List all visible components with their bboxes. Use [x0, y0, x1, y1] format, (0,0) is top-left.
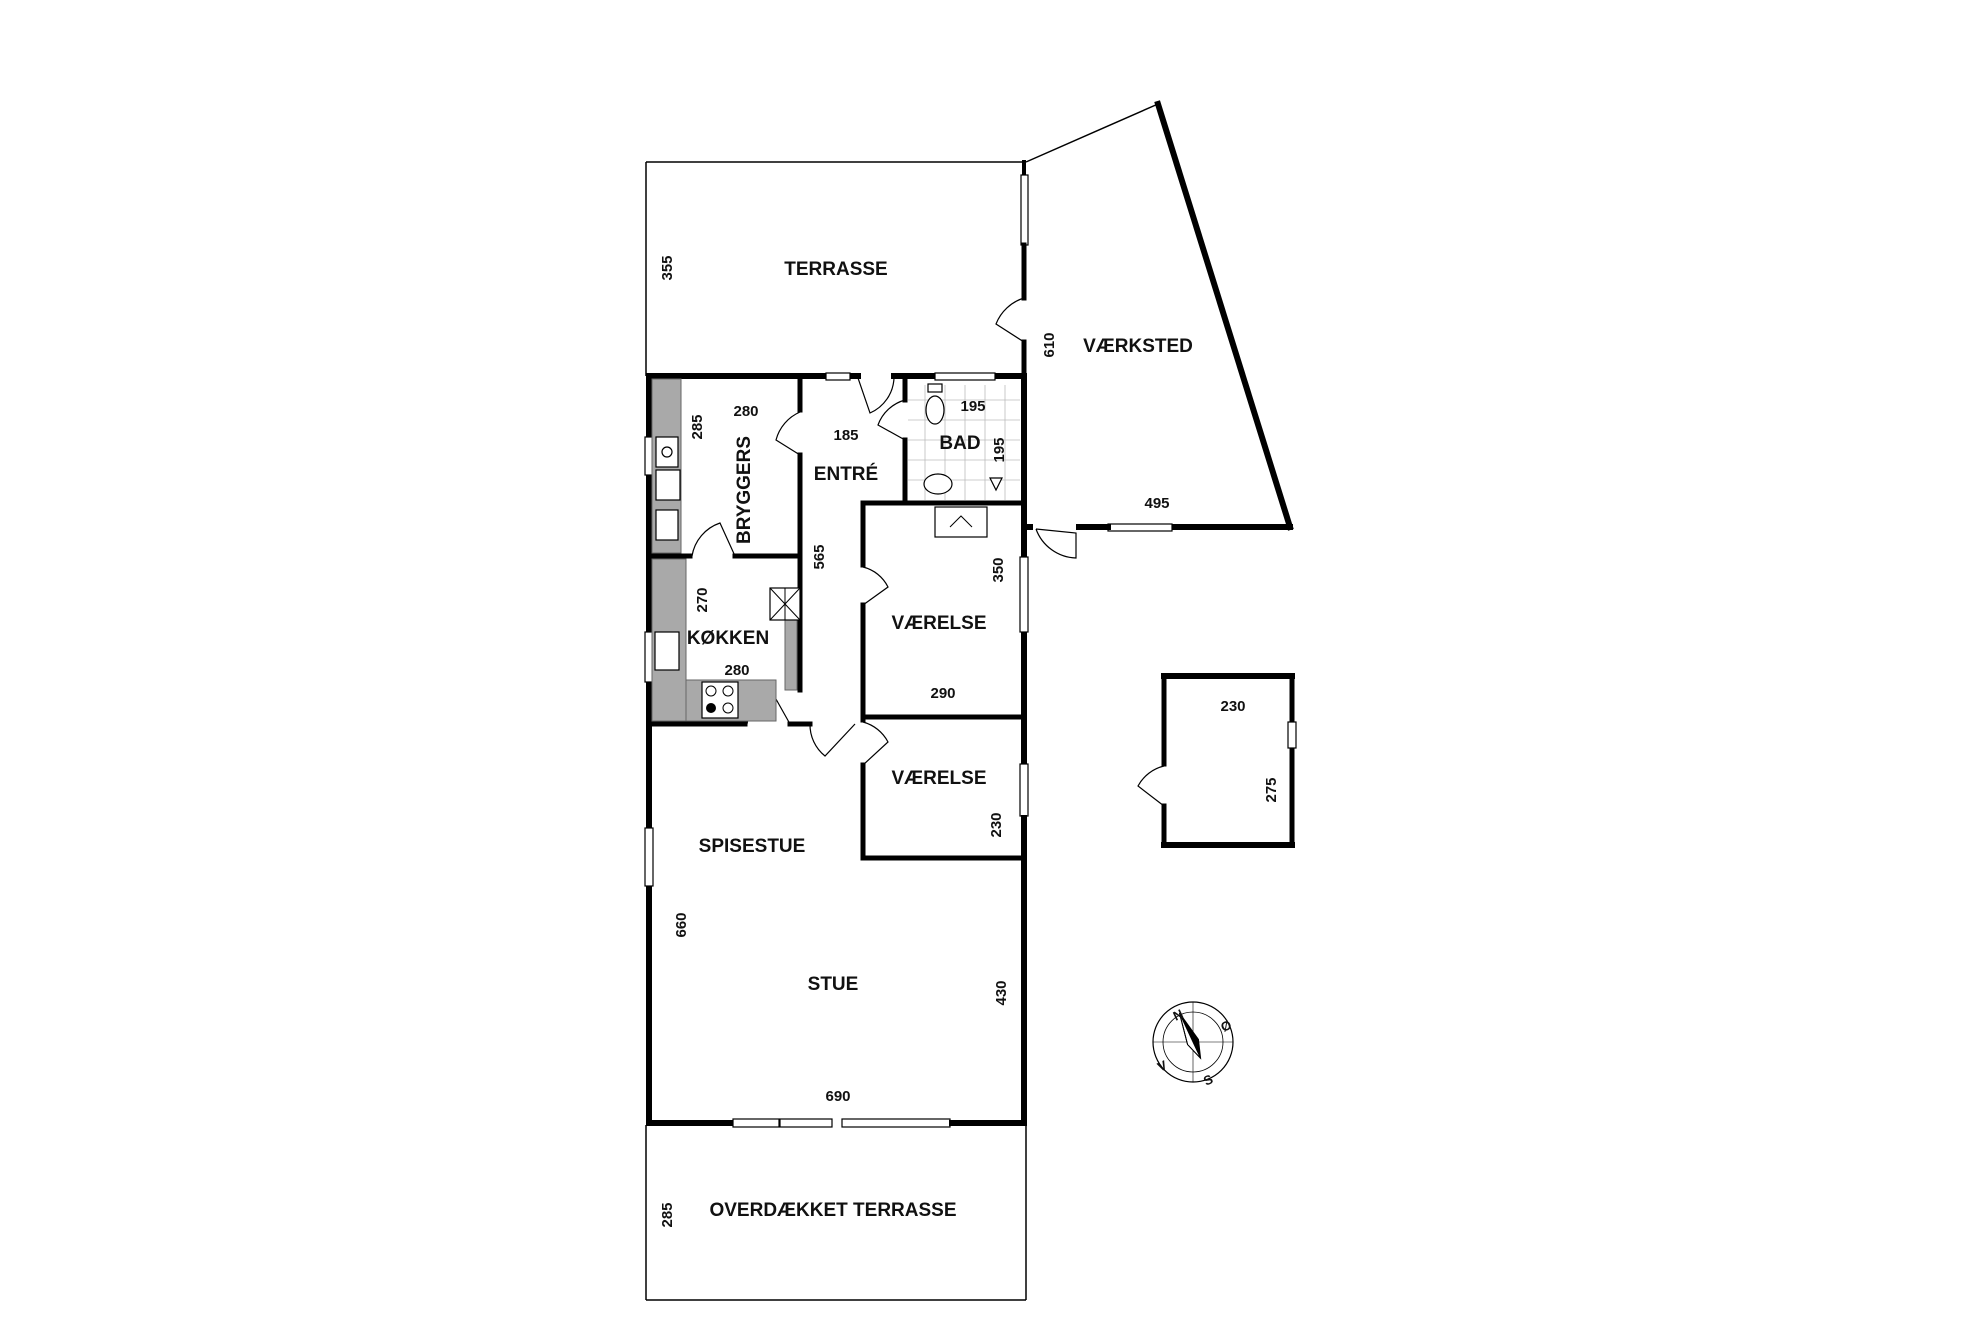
dim-overdaekket-height: 285 [659, 1202, 676, 1227]
room-label-overdaekket-terrasse: OVERDÆKKET TERRASSE [709, 1200, 956, 1221]
dim-kokken-height: 270 [694, 587, 711, 612]
terrasse-area [645, 160, 1029, 379]
dim-vaerelse1-height: 350 [990, 557, 1007, 582]
room-label-bryggers: BRYGGERS [734, 436, 755, 544]
room-label-stue: STUE [808, 974, 859, 995]
dim-stue-width: 690 [825, 1088, 850, 1105]
room-label-terrasse: TERRASSE [784, 259, 887, 280]
counters [651, 378, 801, 722]
dim-bad-height: 195 [991, 437, 1008, 462]
main-house-walls [644, 372, 1029, 1128]
room-label-entre: ENTRÉ [814, 463, 878, 485]
vaerksted-area [995, 100, 1294, 559]
dim-vaerksted-vertical: 610 [1041, 332, 1058, 357]
dim-vaerelse1-width: 290 [930, 685, 955, 702]
bathroom-fixtures [908, 383, 1020, 500]
room-label-vaerksted: VÆRKSTED [1083, 336, 1193, 357]
room-label-kokken: KØKKEN [687, 628, 769, 649]
dim-entre-width: 185 [833, 427, 858, 444]
room-label-vaerelse-2: VÆRELSE [891, 768, 986, 789]
room-label-bad: BAD [939, 433, 980, 454]
overdaekket-terrasse-area [645, 1125, 1027, 1301]
shed [1137, 673, 1297, 848]
vaerelse-fixture [934, 506, 988, 538]
dim-kokken-width: 280 [724, 662, 749, 679]
room-label-spisestue: SPISESTUE [699, 836, 806, 857]
compass-rose [1152, 1001, 1234, 1083]
dim-stue-left: 660 [673, 912, 690, 937]
dim-entre-height: 565 [811, 544, 828, 569]
dim-stue-right: 430 [993, 980, 1010, 1005]
dim-terrasse-height: 355 [659, 255, 676, 280]
dim-vaerelse2-height: 230 [988, 812, 1005, 837]
dim-bryggers-height: 285 [689, 414, 706, 439]
dim-shed-height: 275 [1263, 777, 1280, 802]
dim-shed-width: 230 [1220, 698, 1245, 715]
dim-bryggers-width: 280 [733, 403, 758, 420]
dim-vaerksted-horizontal: 495 [1144, 495, 1169, 512]
room-label-vaerelse-1: VÆRELSE [891, 613, 986, 634]
dim-bad-width: 195 [960, 398, 985, 415]
